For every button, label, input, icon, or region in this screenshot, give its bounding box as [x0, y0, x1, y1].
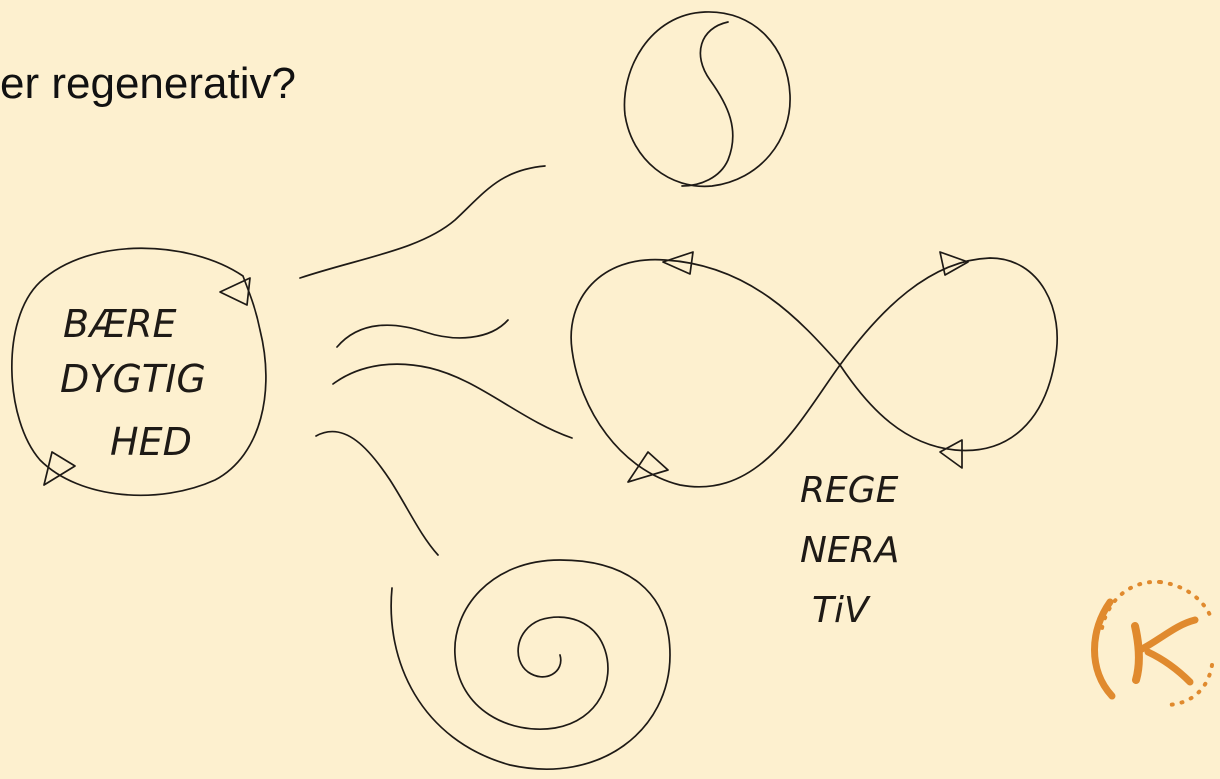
sustainability-cycle: BÆRE DYGTIG HED — [12, 248, 266, 495]
flow-line-3 — [333, 364, 572, 438]
flow-line-2 — [337, 320, 508, 347]
regenerative-label-line-2: NERA — [800, 530, 899, 571]
regenerative-label-line-3: TiV — [812, 590, 871, 631]
circle-label-line-1: BÆRE — [63, 302, 177, 346]
flow-line-1 — [300, 166, 545, 278]
infinity-loop — [571, 252, 1057, 487]
flow-line-4 — [316, 432, 438, 555]
yin-yang-icon — [624, 12, 790, 186]
loop-arrowhead-bottom-left — [628, 452, 668, 482]
loop-arrowhead-bottom-right — [940, 440, 962, 468]
loop-arrowhead-top-right — [940, 252, 968, 275]
spiral-icon — [391, 560, 670, 769]
regenerative-label-line-1: REGE — [800, 470, 899, 511]
k-logo — [1095, 582, 1213, 705]
circle-label-line-2: DYGTIG — [60, 357, 206, 401]
flow-lines — [300, 166, 572, 555]
circle-label-line-3: HED — [110, 420, 192, 464]
